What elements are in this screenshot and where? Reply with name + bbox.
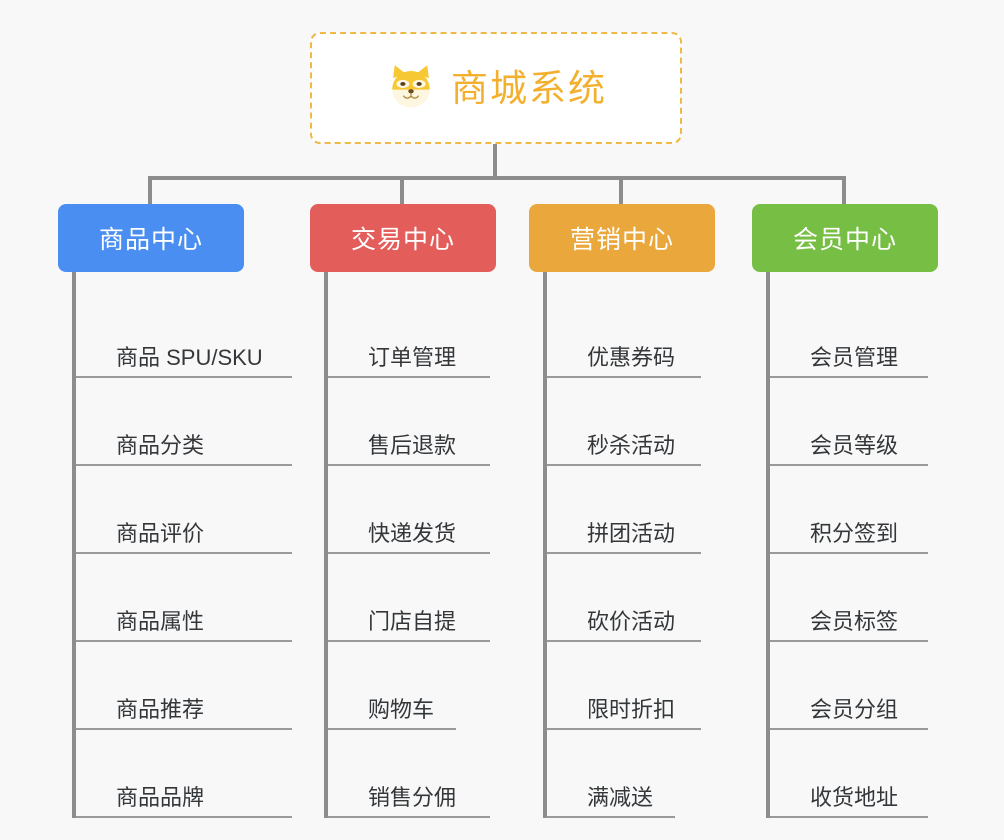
leaf-item-label: 快递发货 [368,520,457,546]
category-label: 交易中心 [350,226,455,254]
leaf-item[interactable]: 快递发货 [328,466,490,554]
leaf-item[interactable]: 售后退款 [328,378,490,466]
leaf-item-label: 购物车 [368,696,435,722]
connector-drop-3 [619,176,623,206]
leaf-list-marketing-center: 优惠券码秒杀活动拼团活动砍价活动限时折扣满减送 [543,272,715,818]
category-box-marketing-center[interactable]: 营销中心 [529,204,715,272]
leaf-item[interactable]: 会员管理 [770,290,928,378]
leaf-item-label: 积分签到 [810,520,899,546]
leaf-item[interactable]: 商品分类 [76,378,292,466]
leaf-item-label: 满减送 [587,784,654,810]
leaf-item-label: 订单管理 [368,344,457,370]
leaf-item[interactable]: 秒杀活动 [547,378,701,466]
leaf-item-label: 会员标签 [810,608,899,634]
leaf-item[interactable]: 购物车 [328,642,456,730]
shiba-dog-face-icon [385,62,437,114]
leaf-item[interactable]: 优惠券码 [547,290,701,378]
connector-drop-2 [400,176,404,206]
leaf-item[interactable]: 满减送 [547,730,675,818]
connector-drop-4 [842,176,846,206]
leaf-item-label: 砍价活动 [587,608,676,634]
leaf-item-label: 门店自提 [368,608,457,634]
category-label: 商品中心 [98,226,203,254]
branch-trade-center: 交易中心 订单管理售后退款快递发货门店自提购物车销售分佣 [310,204,496,818]
leaf-item[interactable]: 商品评价 [76,466,292,554]
connector-drop-1 [148,176,152,206]
leaf-item[interactable]: 砍价活动 [547,554,701,642]
category-box-member-center[interactable]: 会员中心 [752,204,938,272]
leaf-item[interactable]: 收货地址 [770,730,928,818]
leaf-item-label: 商品属性 [116,608,205,634]
leaf-item[interactable]: 积分签到 [770,466,928,554]
leaf-item-label: 秒杀活动 [587,432,676,458]
leaf-item[interactable]: 会员等级 [770,378,928,466]
leaf-item[interactable]: 商品品牌 [76,730,292,818]
leaf-list-product-center: 商品 SPU/SKU 商品分类商品评价商品属性商品推荐商品品牌 [72,272,292,818]
category-box-product-center[interactable]: 商品中心 [58,204,244,272]
branch-product-center: 商品中心 商品 SPU/SKU 商品分类商品评价商品属性商品推荐商品品牌 [58,204,292,818]
leaf-item-label: 会员管理 [810,344,899,370]
leaf-item[interactable]: 拼团活动 [547,466,701,554]
connector-root-stem [493,144,497,178]
root-title: 商城系统 [451,67,607,109]
leaf-item[interactable]: 商品 SPU/SKU [76,290,292,378]
leaf-item-label: 商品 SPU/SKU [116,344,263,370]
leaf-item[interactable]: 限时折扣 [547,642,701,730]
category-label: 会员中心 [792,226,897,254]
leaf-item-label: 商品品牌 [116,784,205,810]
leaf-list-trade-center: 订单管理售后退款快递发货门店自提购物车销售分佣 [324,272,496,818]
leaf-item[interactable]: 门店自提 [328,554,490,642]
branch-marketing-center: 营销中心 优惠券码秒杀活动拼团活动砍价活动限时折扣满减送 [529,204,715,818]
leaf-item-label: 会员等级 [810,432,899,458]
root-node[interactable]: 商城系统 [310,32,682,144]
leaf-item-label: 限时折扣 [587,696,676,722]
leaf-item[interactable]: 销售分佣 [328,730,490,818]
leaf-item-label: 优惠券码 [587,344,676,370]
leaf-item[interactable]: 会员标签 [770,554,928,642]
category-box-trade-center[interactable]: 交易中心 [310,204,496,272]
leaf-item-label: 商品评价 [116,520,205,546]
leaf-item[interactable]: 商品属性 [76,554,292,642]
category-label: 营销中心 [569,226,674,254]
leaf-item-label: 售后退款 [368,432,457,458]
leaf-item-label: 销售分佣 [368,784,457,810]
leaf-item[interactable]: 订单管理 [328,290,490,378]
branch-member-center: 会员中心 会员管理会员等级积分签到会员标签会员分组收货地址 [752,204,938,818]
leaf-item-label: 收货地址 [810,784,899,810]
leaf-item-label: 拼团活动 [587,520,676,546]
leaf-item-label: 商品分类 [116,432,205,458]
connector-horizontal-bus [148,176,846,180]
leaf-list-member-center: 会员管理会员等级积分签到会员标签会员分组收货地址 [766,272,938,818]
leaf-item-label: 商品推荐 [116,696,205,722]
leaf-item[interactable]: 会员分组 [770,642,928,730]
leaf-item-label: 会员分组 [810,696,899,722]
leaf-item[interactable]: 商品推荐 [76,642,292,730]
